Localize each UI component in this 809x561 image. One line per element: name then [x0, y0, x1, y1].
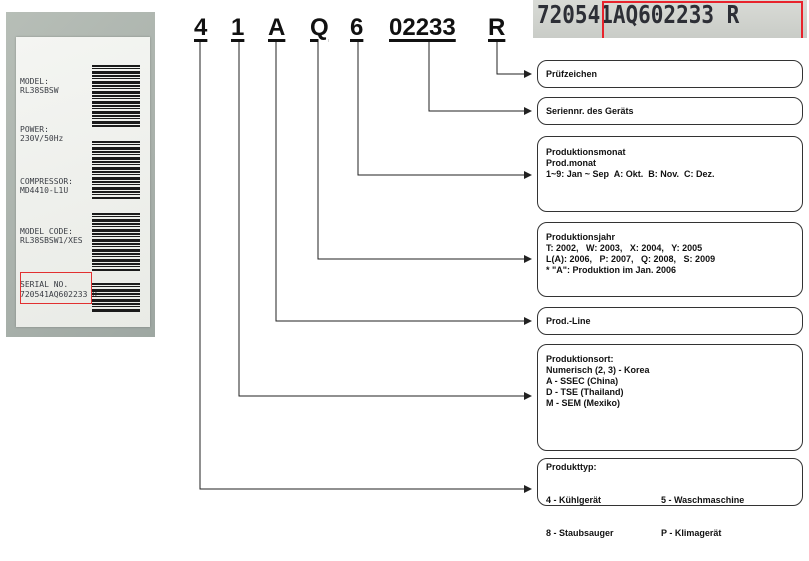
serial-char-produktionsort: 1 [231, 14, 245, 41]
serial-char-pruefzeichen: R [488, 14, 506, 41]
box-jahr-title: Produktionsjahr [546, 232, 616, 242]
barcode-3 [92, 213, 140, 271]
serial-char-seriennr: 02233 [389, 14, 456, 41]
serial-char-produktionsmonat: 6 [350, 14, 364, 41]
connector-monat [357, 42, 532, 179]
barcode-2 [92, 141, 140, 199]
box-typ-left2: 8 - Staubsauger [546, 528, 614, 538]
connector-lines [199, 42, 532, 493]
box-monat-line2: 1~9: Jan ~ Sep A: Okt. B: Nov. C: Dez. [546, 169, 715, 179]
box-ort-line3: D - TSE (Thailand) [546, 387, 624, 397]
box-line-title: Prod.-Line [546, 316, 591, 326]
product-label-photo: MODEL: RL38SBSW POWER: 230V/50Hz COMPRES… [6, 12, 155, 337]
rating-sticker: MODEL: RL38SBSW POWER: 230V/50Hz COMPRES… [16, 37, 150, 327]
box-jahr-line2: L(A): 2006, P: 2007, Q: 2008, S: 2009 [546, 254, 716, 264]
serial-zoom-highlight [602, 1, 803, 38]
model-label: MODEL: [20, 77, 49, 86]
box-typ-right1: 5 - Waschmaschine [661, 495, 745, 505]
barcode-1 [92, 65, 140, 127]
box-jahr-line3: * "A": Produktion im Jan. 2006 [546, 265, 677, 275]
box-produktionsjahr: Produktionsjahr T: 2002, W: 2003, X: 200… [537, 222, 803, 297]
connector-prodline [275, 42, 532, 325]
serial-zoom-photo: 720541AQ602233 R [533, 0, 807, 38]
box-produkttyp: Produkttyp: 4 - Kühlgerät 8 - Staubsauge… [537, 458, 803, 538]
connector-pruefzeichen [496, 42, 532, 78]
box-typ-left1: 4 - Kühlgerät [546, 495, 602, 505]
connector-seriennr [428, 42, 532, 115]
barcode-4 [92, 283, 140, 313]
box-seriennr: Seriennr. des Geräts [537, 97, 803, 125]
model-code-value: RL38SBSW1/XES [20, 236, 83, 245]
box-typ-right2: P - Klimagerät [661, 528, 722, 538]
compressor-label: COMPRESSOR: [20, 177, 73, 186]
box-produktionsort: Produktionsort: Numerisch (2, 3) - Korea… [537, 344, 803, 451]
box-ort-line2: A - SSEC (China) [546, 376, 619, 386]
connector-ort [238, 42, 532, 400]
model-value: RL38SBSW [20, 86, 59, 95]
compressor-value: MD4410-L1U [20, 186, 69, 195]
box-typ-title: Produkttyp: [546, 462, 597, 472]
serial-char-prod-line: A [268, 14, 286, 41]
box-ort-line4: M - SEM (Mexiko) [546, 398, 621, 408]
box-jahr-line1: T: 2002, W: 2003, X: 2004, Y: 2005 [546, 243, 703, 253]
box-monat-line1: Prod.monat [546, 158, 597, 168]
box-produktionsmonat: Produktionsmonat Prod.monat 1~9: Jan ~ S… [537, 136, 803, 212]
serial-char-produktionsjahr: Q [310, 14, 329, 41]
serial-zoom-text: 720541AQ602233 R [537, 0, 740, 29]
model-code-label: MODEL CODE: [20, 227, 73, 236]
box-ort-line1: Numerisch (2, 3) - Korea [546, 365, 650, 375]
serial-char-produkttyp: 4 [194, 14, 208, 41]
power-label: POWER: [20, 125, 49, 134]
connector-jahr [317, 42, 532, 263]
box-pruefzeichen: Prüfzeichen [537, 60, 803, 88]
power-value: 230V/50Hz [20, 134, 64, 143]
box-seriennr-title: Seriennr. des Geräts [546, 106, 634, 116]
box-pruefzeichen-title: Prüfzeichen [546, 69, 598, 79]
box-ort-title: Produktionsort: [546, 354, 614, 364]
box-monat-title: Produktionsmonat [546, 147, 626, 157]
serial-label: SERIAL NO. [20, 280, 69, 289]
connector-typ [199, 42, 532, 493]
box-prod-line: Prod.-Line [537, 307, 803, 335]
serial-highlight-box [20, 272, 92, 304]
